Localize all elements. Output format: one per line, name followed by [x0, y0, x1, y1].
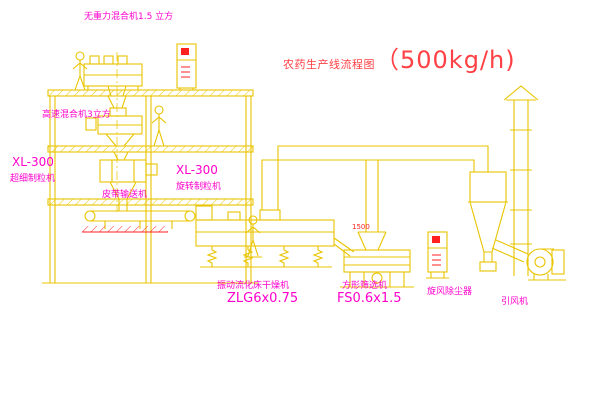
worker-figure-floor2: [151, 105, 167, 147]
diagram-title: 农药生产线流程图（500kg/h): [283, 40, 516, 75]
building-structure: [42, 89, 258, 284]
indicator-light: [432, 236, 440, 243]
fan-drawing: [526, 248, 566, 281]
square-sieve-drawing: [340, 249, 414, 288]
rotary-granulator-drawing: [99, 151, 158, 211]
label-high-speed-mixer: 高速混合机3立方: [42, 110, 111, 120]
label-fluid-bed-dryer-model: ZLG6x0.75: [227, 291, 299, 306]
label-square-sieve-model: FS0.6x1.5: [337, 291, 402, 306]
worker-figure-roof: [72, 51, 88, 91]
belt-conveyor-drawing: [82, 210, 196, 233]
worker-figure-ground: [244, 215, 262, 258]
label-fine-granulator-model: XL-300: [12, 155, 54, 169]
label-zero-gravity-mixer: 无重力混合机1.5 立方: [84, 12, 174, 22]
exhaust-duct-drawing: [261, 145, 489, 251]
label-rotary-granulator-name: 旋转制粒机: [176, 182, 222, 192]
label-square-sieve: 方形筛选机: [342, 281, 388, 291]
label-fan: 引风机: [501, 297, 529, 307]
fluid-bed-dryer-drawing: [195, 205, 355, 268]
cyclone-drawing: [468, 171, 529, 272]
ground-hatch: [82, 226, 168, 232]
title-text: 农药生产线流程图: [283, 58, 375, 71]
zero-gravity-mixer-drawing: [83, 55, 143, 97]
label-rotary-granulator-model: XL-300: [176, 163, 218, 177]
control-cabinet-side: [426, 231, 449, 279]
control-cabinet-top: [176, 43, 197, 90]
label-belt-conveyor: 皮带输送机: [102, 190, 148, 200]
dimension-note: 1500: [352, 223, 370, 231]
indicator-light: [181, 48, 189, 55]
exhaust-stack-drawing: [503, 85, 539, 276]
label-fluid-bed-dryer: 振动流化床干燥机: [217, 281, 290, 291]
high-speed-mixer-drawing: [85, 95, 143, 147]
label-fine-granulator-name: 超细制粒机: [10, 174, 56, 184]
label-cyclone: 旋风除尘器: [427, 287, 473, 297]
title-capacity: （500kg/h): [375, 46, 516, 74]
